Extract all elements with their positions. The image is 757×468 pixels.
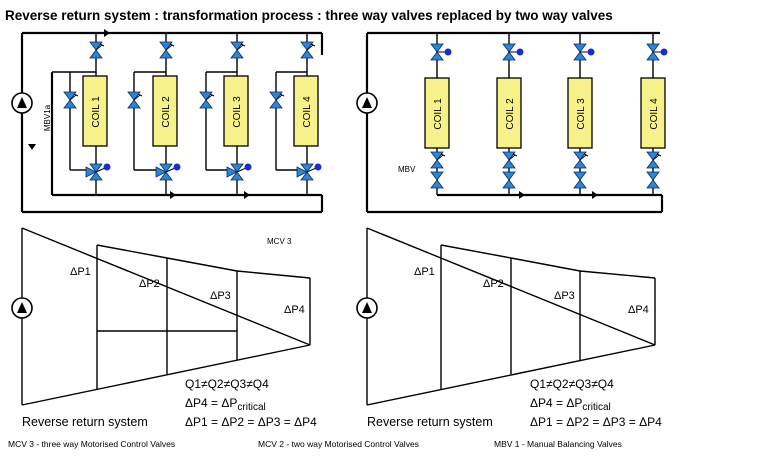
- three-way-valve-icon: [296, 163, 322, 181]
- balancing-valve-icon: [573, 151, 589, 169]
- coil-box: [424, 77, 450, 149]
- mbv-label: MBV: [398, 165, 416, 174]
- delta-p2-label: ΔP2: [483, 278, 504, 290]
- delta-p3-label: ΔP3: [554, 290, 575, 302]
- delta-p2-label: ΔP2: [139, 278, 160, 290]
- delta-p4-label: ΔP4: [628, 304, 649, 316]
- coil-label: COIL 3: [576, 98, 587, 130]
- balancing-valve-icon: [127, 91, 143, 109]
- coil-box: [82, 75, 108, 147]
- pressure-equation: ΔP1 = ΔP2 = ΔP3 = ΔP4: [185, 415, 317, 429]
- coil-label: COIL 4: [649, 98, 660, 130]
- two-way-valve-icon: [502, 43, 524, 61]
- balancing-valve-icon: [159, 41, 175, 59]
- pump-icon: [356, 297, 378, 319]
- pump-icon: [11, 297, 33, 319]
- balancing-valve-icon: [63, 91, 79, 109]
- two-way-valve-icon: [430, 171, 444, 189]
- coil-box: [293, 75, 319, 147]
- three-way-valve-icon: [85, 163, 111, 181]
- critical-equation: ΔP4 = ΔPcritical: [185, 396, 266, 413]
- mbv1a-label: MBV1a: [43, 104, 52, 131]
- balancing-valve-icon: [502, 151, 518, 169]
- two-way-valve-icon: [502, 171, 516, 189]
- right-pressure-diagram: [366, 227, 656, 406]
- balancing-valve-icon: [89, 41, 105, 59]
- pressure-equation: ΔP1 = ΔP2 = ΔP3 = ΔP4: [530, 415, 662, 429]
- flow-equation: Q1≠Q2≠Q3≠Q4: [530, 377, 614, 391]
- system-label: Reverse return system: [22, 415, 148, 429]
- coil-box: [152, 75, 178, 147]
- pump-icon: [11, 92, 33, 114]
- balancing-valve-icon: [199, 91, 215, 109]
- delta-p1-label: ΔP1: [70, 266, 91, 278]
- two-way-valve-icon: [646, 171, 660, 189]
- legend-mbv1: MBV 1 - Manual Balancing Valves: [494, 439, 622, 449]
- mcv3-label: MCV 3: [267, 237, 292, 246]
- coil-label: COIL 2: [505, 98, 516, 130]
- coil-label: COIL 2: [161, 96, 172, 128]
- legend-mcv2: MCV 2 - two way Motorised Control Valves: [258, 439, 419, 449]
- coil-label: COIL 1: [91, 96, 102, 128]
- two-way-valve-icon: [646, 43, 668, 61]
- diagram-title: Reverse return system : transformation p…: [5, 8, 613, 23]
- balancing-valve-icon: [269, 91, 285, 109]
- legend-mcv3: MCV 3 - three way Motorised Control Valv…: [8, 439, 175, 449]
- pump-icon: [356, 92, 378, 114]
- delta-p1-label: ΔP1: [414, 266, 435, 278]
- coil-box: [640, 77, 666, 149]
- balancing-valve-icon: [430, 151, 446, 169]
- three-way-valve-icon: [155, 163, 181, 181]
- coil-label: COIL 4: [302, 96, 313, 128]
- balancing-valve-icon: [646, 151, 662, 169]
- coil-label: COIL 1: [433, 98, 444, 130]
- coil-box: [223, 75, 249, 147]
- two-way-valve-icon: [573, 171, 587, 189]
- coil-box: [496, 77, 522, 149]
- balancing-valve-icon: [300, 41, 316, 59]
- two-way-valve-icon: [430, 43, 452, 61]
- balancing-valve-icon: [230, 41, 246, 59]
- delta-p3-label: ΔP3: [210, 290, 231, 302]
- delta-p4-label: ΔP4: [284, 304, 305, 316]
- two-way-valve-icon: [573, 43, 595, 61]
- critical-equation: ΔP4 = ΔPcritical: [530, 396, 611, 413]
- three-way-valve-icon: [226, 163, 252, 181]
- coil-box: [567, 77, 593, 149]
- system-label: Reverse return system: [367, 415, 493, 429]
- coil-label: COIL 3: [232, 96, 243, 128]
- flow-equation: Q1≠Q2≠Q3≠Q4: [185, 377, 269, 391]
